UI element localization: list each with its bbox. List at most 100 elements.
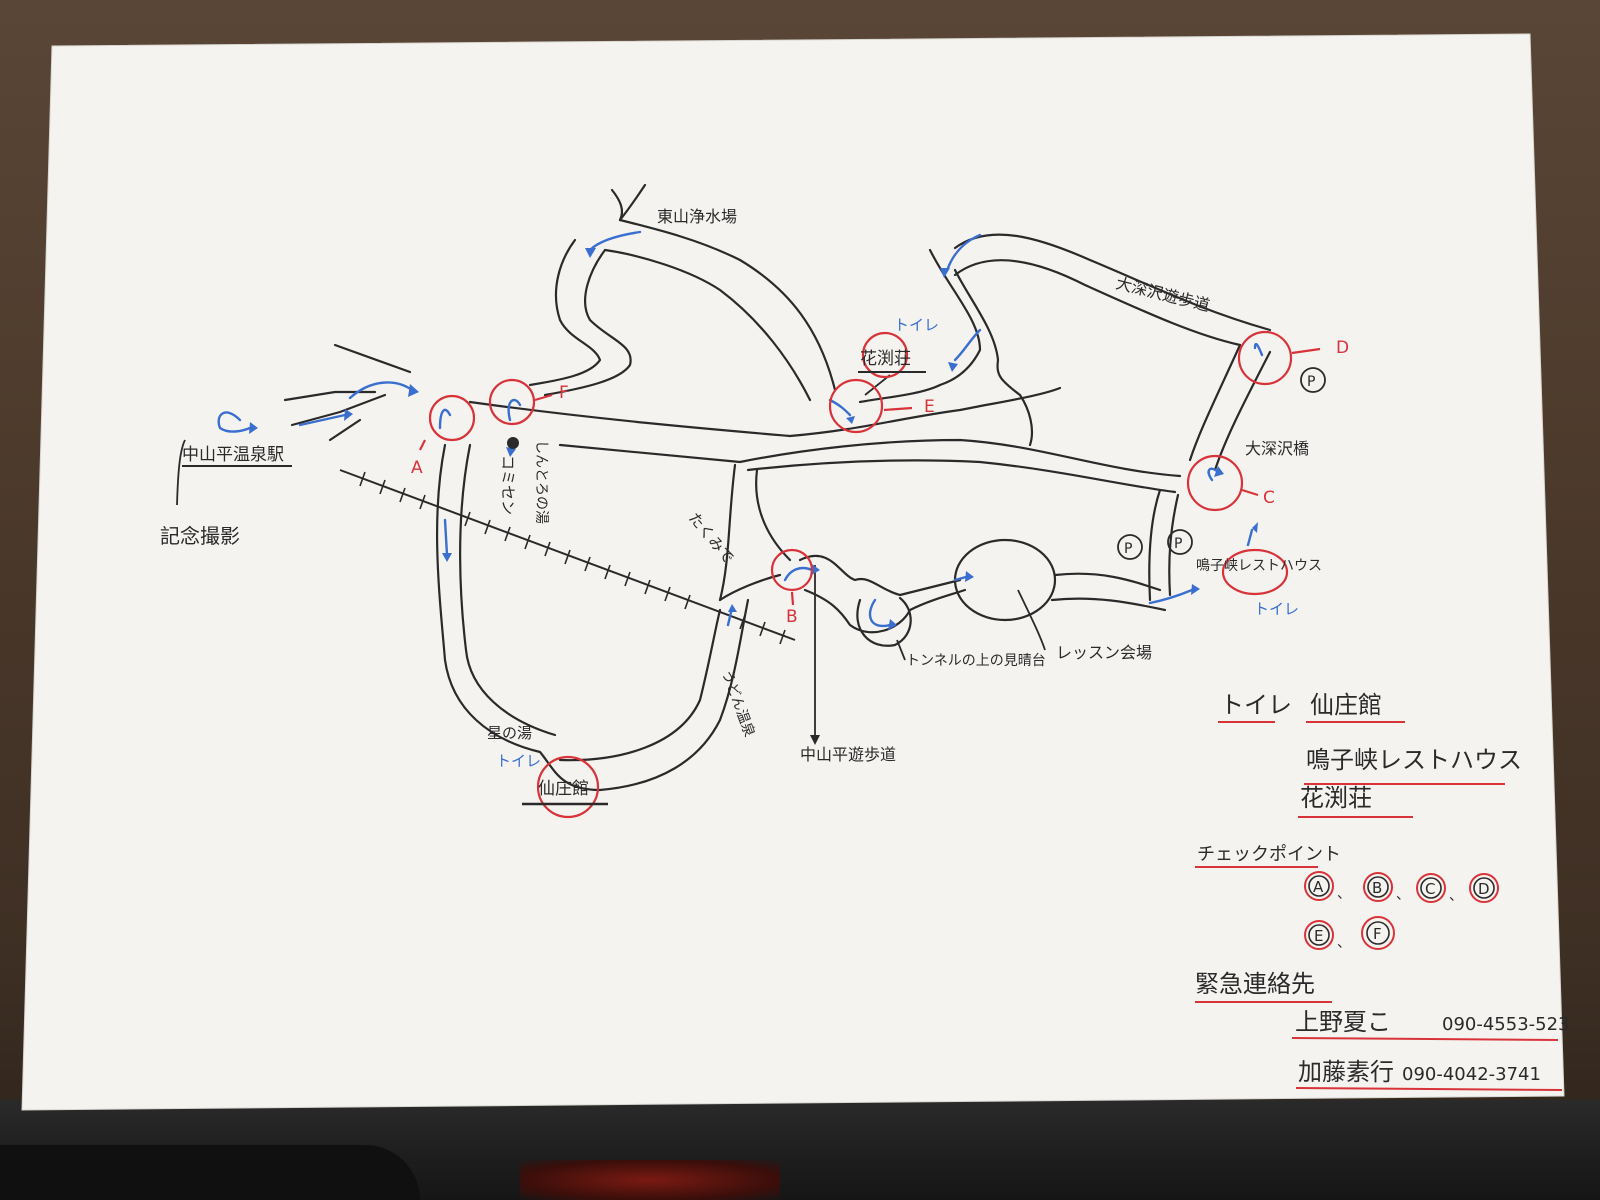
- black-bag: [0, 1145, 420, 1200]
- contact-2-name: 加藤素行: [1298, 1058, 1394, 1086]
- legend-checkpoint-e: E: [1314, 927, 1323, 945]
- svg-text:、: 、: [1337, 935, 1351, 951]
- label-shinkoro: しんとろの湯: [533, 440, 550, 524]
- senshokan-map-circle: [536, 755, 600, 819]
- pointer-lesson: [1017, 589, 1046, 651]
- road-station-lower: [283, 390, 377, 402]
- checkpoint-a-label: A: [411, 458, 423, 478]
- toilet-label-hanabuchi: トイレ: [894, 316, 939, 334]
- checkpoint-ticks: [419, 347, 1321, 606]
- label-tunnel-view: トンネルの上の見晴台: [906, 653, 1046, 669]
- road-to-resthouse-lower: [1050, 597, 1167, 612]
- route-start-curl: [217, 411, 252, 433]
- trail-ofuka-down-inner: [953, 268, 1034, 447]
- road-b-curve: [718, 573, 782, 602]
- parking-label-3: P: [1174, 536, 1182, 552]
- road-c-south-west: [1148, 488, 1162, 602]
- contact-1-phone: 090-4553-523: [1442, 1014, 1570, 1035]
- road-main-lower: [558, 438, 1182, 478]
- pointer-lines: [176, 374, 1046, 735]
- label-hoshinoyu: 星の湯: [487, 724, 532, 742]
- checkpoint-b-label: B: [786, 607, 798, 627]
- pointer-hanabuchi: [864, 374, 891, 396]
- road-station-upper: [333, 343, 412, 374]
- road-c-south-east: [1168, 493, 1180, 597]
- road-reservoir-fork2: [618, 183, 647, 222]
- checkpoint-d-circle: [1237, 330, 1293, 386]
- contact-1-name: 上野夏こ: [1295, 1008, 1391, 1036]
- pointer-arrowhead: [810, 735, 820, 745]
- legend-checkpoint-heading: チェックポイント: [1197, 844, 1341, 865]
- road-loop-bottom: [558, 608, 722, 762]
- toilet-label-senshokan: トイレ: [496, 752, 541, 770]
- trail-ofuka-inner: [953, 259, 1242, 347]
- road-c-north-west: [1188, 343, 1242, 462]
- road-a-west: [435, 443, 602, 792]
- legend-toilet-heading: トイレ: [1220, 691, 1292, 719]
- label-hanabuchiso: 花渕荘: [860, 349, 911, 369]
- checkpoint-c-circle: [1186, 454, 1244, 512]
- road-station-lower2: [290, 393, 387, 427]
- legend-toilet-place-2: 鳴子峡レストハウス: [1306, 746, 1522, 774]
- road-reservoir-inner: [603, 248, 812, 402]
- checkpoint-d-label: D: [1336, 338, 1349, 358]
- legend-checkpoint-a: A: [1313, 878, 1324, 896]
- label-lesson: レッスン会場: [1056, 643, 1152, 662]
- hanabuchi-map-circle: [861, 331, 909, 379]
- komisen-marker-icon: [507, 437, 519, 449]
- checkpoint-circles: [428, 330, 1293, 819]
- checkpoint-e-label: E: [924, 397, 935, 417]
- checkpoint-a-circle: [428, 394, 476, 442]
- road-station-stub: [328, 418, 362, 442]
- legend-checkpoint-row-2: E 、 F: [1304, 916, 1395, 951]
- trail-ofuka-down-outer: [928, 248, 982, 387]
- label-trail-nakayama: 中山平遊歩道: [800, 745, 896, 764]
- road-wind-lower: [803, 588, 967, 634]
- checkpoint-e-circle: [828, 378, 884, 434]
- parking-label-1: P: [1307, 374, 1315, 390]
- resthouse-map-circle: [1221, 548, 1289, 596]
- legend-toilet-place-3: 花渕荘: [1300, 784, 1372, 812]
- road-reservoir-outer: [618, 218, 837, 392]
- parking-symbols: [1117, 367, 1326, 560]
- roads: [283, 183, 1272, 792]
- pointer-tunnel: [896, 639, 906, 661]
- contact-2-phone: 090-4042-3741: [1402, 1064, 1541, 1085]
- toilet-label-resthouse: トイレ: [1254, 600, 1299, 618]
- road-main-lower2: [746, 459, 1177, 494]
- label-station: 中山平温泉駅: [182, 445, 284, 465]
- legend-toilet-place-1: 仙庄館: [1310, 691, 1382, 719]
- svg-text:、: 、: [1337, 886, 1351, 902]
- svg-text:、: 、: [1449, 888, 1463, 904]
- legend-checkpoint-c: C: [1425, 880, 1435, 898]
- parking-label-2: P: [1124, 541, 1132, 557]
- checkpoint-c-label: C: [1263, 488, 1275, 508]
- road-b-east: [755, 468, 792, 562]
- label-komisen: コミセン: [499, 455, 517, 515]
- legend-checkpoint-f: F: [1373, 925, 1382, 943]
- road-wind-upper: [798, 554, 962, 597]
- checkpoint-b-circle: [770, 548, 814, 592]
- checkpoint-f-circle: [488, 378, 536, 426]
- tunnel-loop: [856, 596, 912, 647]
- road-a-east: [459, 443, 557, 737]
- road-to-e: [858, 383, 942, 404]
- road-loop-bottom2: [598, 598, 750, 792]
- road-main-upper: [468, 386, 1062, 438]
- label-reservoir: 東山浄水場: [657, 207, 737, 226]
- legend-emergency-heading: 緊急連絡先: [1195, 970, 1315, 998]
- label-bridge-ofukazawa: 大深沢橋: [1245, 439, 1309, 458]
- road-b-west: [718, 463, 737, 602]
- legend-checkpoint-d: D: [1478, 880, 1490, 898]
- svg-text:、: 、: [1396, 887, 1410, 903]
- road-f-north-east: [543, 248, 632, 397]
- railway: [339, 469, 796, 645]
- pointer-station: [176, 439, 186, 506]
- road-c-north-east: [1213, 350, 1272, 472]
- legend-checkpoint-row-1: A 、 B 、 C 、 D: [1304, 871, 1499, 904]
- red-object: [520, 1160, 780, 1200]
- legend-checkpoint-b: B: [1372, 879, 1382, 897]
- road-f-north-west: [528, 238, 602, 387]
- legend: トイレ 仙庄館 鳴子峡レストハウス 花渕荘 チェックポイント A 、 B 、 C…: [1195, 691, 1570, 1091]
